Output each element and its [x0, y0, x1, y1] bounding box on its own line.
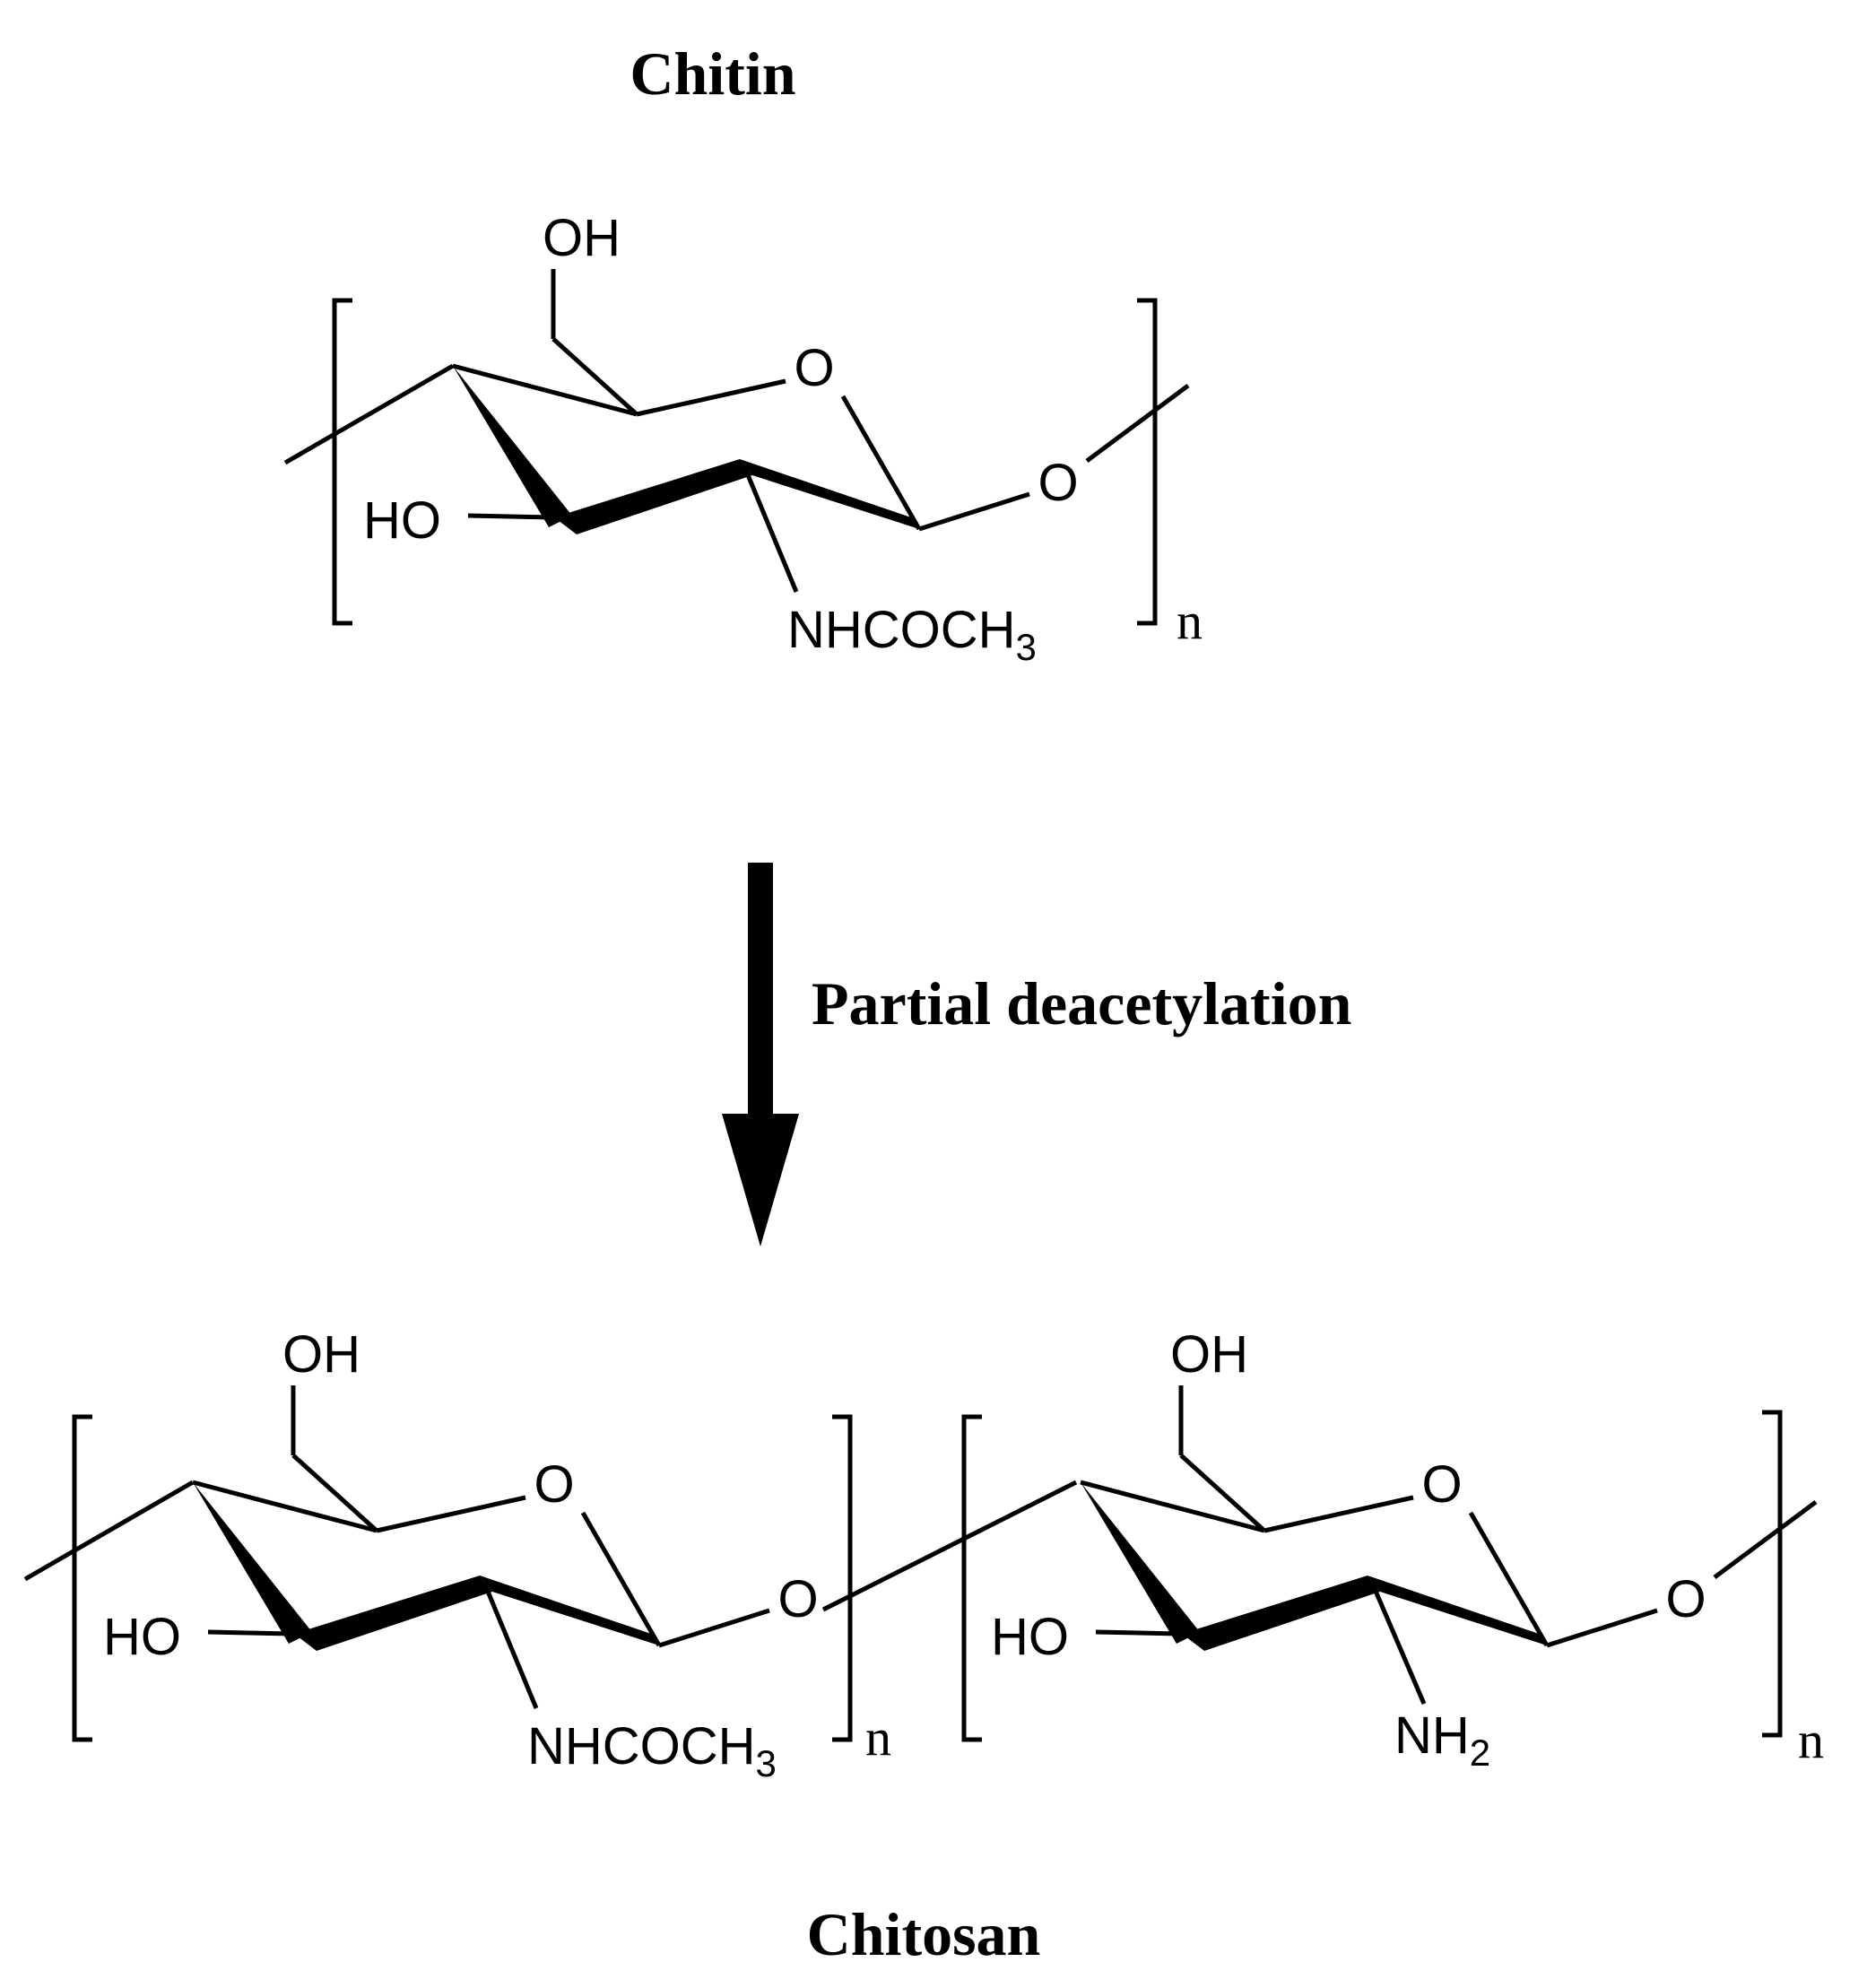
- chitosan-b-bracket-left: [961, 1414, 982, 1742]
- chitosan-a-bracket-right: [832, 1414, 853, 1742]
- chitosan-a-substituent-subscript: 3: [756, 1742, 777, 1784]
- chitosan-a-glycosidic-oxygen: O: [777, 1570, 818, 1628]
- chitosan-title: Chitosan: [807, 1900, 1041, 1968]
- reaction-arrow: [722, 863, 799, 1246]
- chitosan-a-ho-left: HO: [103, 1608, 181, 1666]
- chitosan-b-ho-left: HO: [991, 1608, 1069, 1666]
- chitin-ho-left: HO: [363, 491, 441, 550]
- chitin-ring-oxygen: O: [794, 339, 834, 397]
- chitosan-b-oh-top: OH: [1170, 1325, 1248, 1384]
- chitin-unit: OH O O HO NHCOCH3 n: [283, 209, 1203, 668]
- chitosan-b-substituent-main: NH: [1394, 1706, 1470, 1765]
- chitin-bonds: [283, 269, 1190, 593]
- chitosan-b-repeat-n: n: [1798, 1711, 1824, 1769]
- chitosan-inter-unit-bond: [821, 1480, 1078, 1612]
- chitin-wedges: [453, 366, 919, 534]
- chitosan-b-ring-oxygen: O: [1421, 1455, 1462, 1514]
- chitosan-b-substituent-subscript: 2: [1470, 1732, 1490, 1774]
- chitosan-b-bonds: [1080, 1385, 1818, 1705]
- chitosan-a-repeat-n: n: [865, 1708, 891, 1767]
- chitosan-a-bracket-left: [72, 1414, 92, 1742]
- chitin-oh-top: OH: [543, 209, 621, 267]
- arrow-head: [722, 1114, 799, 1246]
- chitosan-a-wedges: [193, 1482, 659, 1651]
- chitin-title: Chitin: [630, 39, 795, 108]
- chitosan-b-wedges: [1081, 1482, 1547, 1651]
- chitin-substituent-subscript: 3: [1016, 626, 1037, 668]
- chitosan-a-bonds: [23, 1385, 770, 1709]
- chitosan-a-ring-oxygen: O: [534, 1455, 574, 1514]
- chitosan-a-substituent: NHCOCH3: [527, 1717, 777, 1784]
- chitin-substituent-main: NHCOCH: [787, 601, 1016, 659]
- chitin-bracket-left: [332, 298, 352, 626]
- arrow-shaft: [748, 863, 773, 1123]
- chitosan-b-substituent: NH2: [1394, 1706, 1490, 1774]
- chitosan-a-substituent-main: NHCOCH: [527, 1717, 756, 1775]
- chitin-glycosidic-oxygen: O: [1038, 454, 1078, 512]
- chitosan-a-oh-top: OH: [282, 1325, 360, 1384]
- reaction-label: Partial deacetylation: [812, 969, 1351, 1037]
- chitin-repeat-n: n: [1177, 592, 1203, 650]
- chitosan-b-bracket-right: [1762, 1410, 1783, 1738]
- chitosan-b-glycosidic-oxygen: O: [1665, 1570, 1706, 1628]
- chitin-substituent: NHCOCH3: [787, 601, 1037, 668]
- chitosan-unit-deacetylated: OH O O HO NH2 n: [961, 1325, 1824, 1774]
- chitosan-unit-acetylated: OH O O HO NHCOCH3 n: [23, 1325, 891, 1784]
- chitin-bracket-right: [1137, 298, 1158, 626]
